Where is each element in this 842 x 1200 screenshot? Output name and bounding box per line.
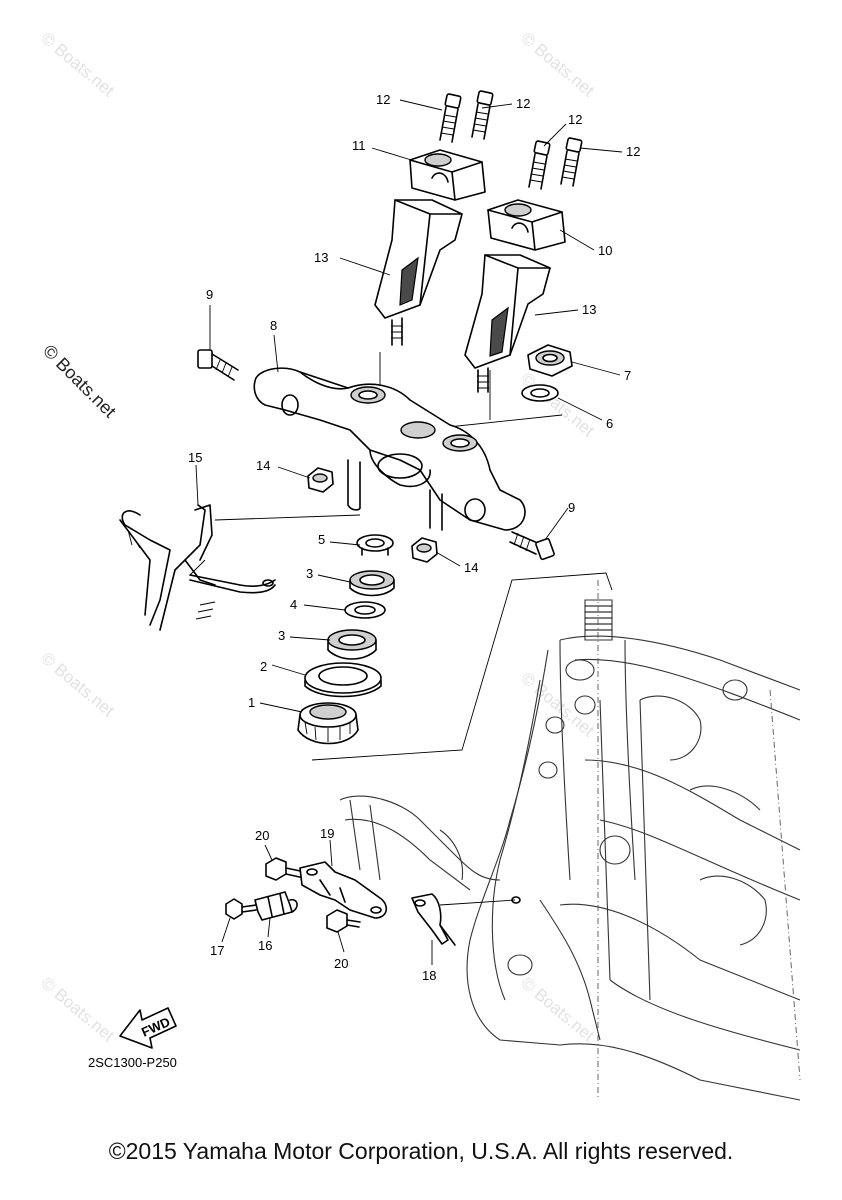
callout-1: 1: [248, 695, 255, 710]
ring-nut-3-lower: [327, 629, 377, 660]
callout-19: 19: [320, 826, 334, 841]
callout-4: 4: [290, 597, 297, 612]
callout-8: 8: [270, 318, 277, 333]
callout-3: 3: [306, 566, 313, 581]
watermark: © Boats.net: [517, 369, 598, 441]
callout-16: 16: [258, 938, 272, 953]
nut-14-right: [411, 537, 438, 563]
nut-14-left: [307, 467, 334, 493]
bolt-9-lower: [509, 531, 555, 561]
bracket-19: [299, 861, 388, 919]
bolt-12: [439, 93, 462, 143]
sensor-18: [411, 893, 521, 946]
callout-14: 14: [256, 458, 270, 473]
wire-guide-15: [119, 504, 276, 631]
watermark: © Boats.net: [37, 974, 118, 1046]
bolt-12: [528, 140, 551, 190]
callout-18: 18: [422, 968, 436, 983]
callout-13: 13: [314, 250, 328, 265]
callout-15: 15: [188, 450, 202, 465]
ring-nut-3-upper: [349, 570, 395, 597]
bolt-12: [471, 90, 494, 140]
watermark: © Boats.net: [517, 974, 598, 1046]
bolt-12-set: [439, 90, 583, 190]
figure-code: 2SC1300-P250: [88, 1055, 177, 1070]
upper-holder-10: [487, 199, 566, 251]
callout-7: 7: [624, 368, 631, 383]
bolt-12: [560, 137, 583, 187]
callout-6: 6: [606, 416, 613, 431]
frame-outline: [339, 580, 801, 1101]
bolt-20-upper: [265, 857, 306, 881]
washer-5: [356, 534, 394, 556]
callout-12: 12: [568, 112, 582, 127]
dust-seal-2: [304, 662, 382, 698]
fwd-arrow-icon: FWD: [119, 1007, 177, 1049]
leader-lines: [195, 99, 623, 965]
callout-20: 20: [334, 956, 348, 971]
clamp-16: [254, 891, 298, 921]
callout-10: 10: [598, 243, 612, 258]
callout-2: 2: [260, 659, 267, 674]
lock-washer-4: [344, 601, 386, 619]
watermark: © Boats.net: [517, 29, 598, 101]
watermark: © Boats.net: [37, 29, 118, 101]
upper-bracket-8: [253, 367, 526, 531]
riser-13-right: [464, 254, 551, 393]
callout-9: 9: [206, 287, 213, 302]
washer-6: [521, 384, 559, 402]
callout-17: 17: [210, 943, 224, 958]
callout-12: 12: [376, 92, 390, 107]
callout-13: 13: [582, 302, 596, 317]
callout-11: 11: [352, 138, 366, 153]
upper-holder-11: [409, 149, 486, 201]
callout-9: 9: [568, 500, 575, 515]
callout-20: 20: [255, 828, 269, 843]
callout-12: 12: [516, 96, 530, 111]
bearing-1: [297, 702, 359, 745]
callout-14: 14: [464, 560, 478, 575]
watermark: © Boats.net: [37, 649, 118, 721]
nut-7: [527, 344, 573, 377]
copyright-notice: ©2015 Yamaha Motor Corporation, U.S.A. A…: [108, 1138, 734, 1164]
callout-5: 5: [318, 532, 325, 547]
bolt-20-lower: [326, 909, 361, 933]
callout-3: 3: [278, 628, 285, 643]
watermark-side: © Boats.net: [39, 341, 120, 422]
riser-13-left: [374, 199, 463, 346]
bolt-17: [225, 898, 257, 920]
callouts: 12 12 12 12 11 10 13 13 9 8 7 6 15 14 9 …: [188, 92, 640, 983]
callout-12: 12: [626, 144, 640, 159]
bolt-9-upper: [197, 349, 239, 381]
